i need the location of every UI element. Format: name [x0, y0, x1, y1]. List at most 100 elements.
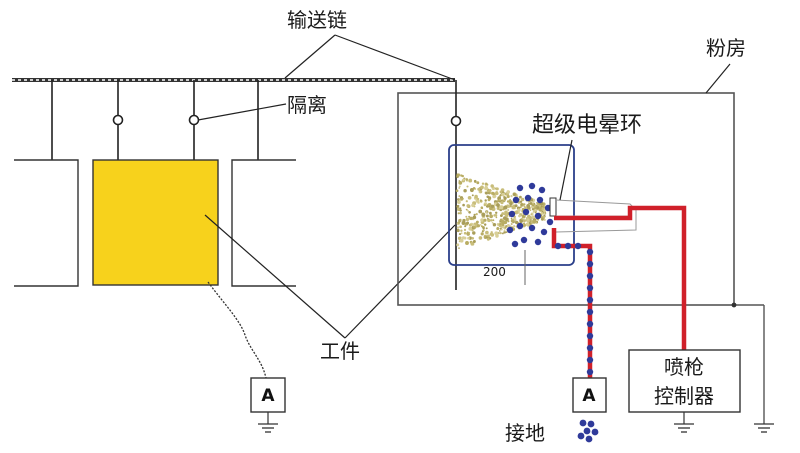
powder-particle — [534, 238, 542, 246]
powder-particle — [516, 184, 524, 192]
powder-speck — [466, 204, 470, 208]
powder-speck — [529, 209, 532, 212]
powder-speck — [507, 220, 510, 223]
powder-speck — [542, 217, 545, 220]
label-distance: 200 — [483, 265, 506, 279]
powder-speck — [478, 236, 483, 240]
label-isolation: 隔离 — [287, 93, 327, 117]
powder-speck — [507, 224, 510, 227]
powder-speck — [464, 225, 467, 228]
powder-speck — [518, 214, 521, 218]
powder-speck — [501, 232, 504, 235]
powder-speck — [498, 230, 501, 232]
powder-speck — [465, 215, 468, 218]
powder-speck — [510, 222, 513, 226]
powder-speck — [473, 224, 476, 227]
powder-speck — [535, 204, 538, 207]
powder-speck — [463, 231, 467, 235]
charge-dot — [586, 248, 594, 256]
yellow-workpiece — [92, 159, 219, 286]
powder-speck — [489, 191, 492, 195]
powder-speck — [460, 232, 463, 235]
powder-speck — [456, 228, 460, 233]
ground-cable-charge-dots — [554, 242, 594, 376]
powder-speck — [519, 206, 522, 209]
powder-speck — [509, 201, 513, 206]
powder-speck — [538, 205, 542, 208]
powder-speck — [468, 211, 471, 214]
powder-particle — [538, 186, 546, 194]
powder-speck — [468, 231, 471, 234]
powder-speck — [459, 236, 462, 239]
powder-speck — [503, 231, 507, 234]
ground-cable-red — [551, 228, 593, 378]
powder-speck — [461, 197, 464, 200]
powder-speck — [460, 229, 463, 232]
ground-particle — [591, 428, 599, 436]
powder-speck — [508, 206, 510, 209]
powder-speck — [492, 223, 497, 227]
charge-dot — [586, 356, 594, 364]
powder-speck — [459, 207, 462, 210]
powder-speck — [482, 229, 485, 232]
powder-speck — [495, 187, 499, 191]
powder-speck — [490, 231, 493, 234]
powder-speck — [455, 189, 459, 193]
powder-speck — [485, 184, 488, 188]
powder-speck — [490, 184, 494, 188]
powder-speck — [519, 220, 523, 224]
leader-workpiece-right — [344, 224, 456, 339]
powder-particle — [508, 210, 516, 218]
powder-speck — [494, 231, 499, 236]
powder-speck — [481, 212, 486, 217]
powder-speck — [476, 224, 481, 228]
powder-speck — [485, 182, 488, 186]
powder-speck — [485, 214, 489, 218]
powder-speck — [468, 215, 471, 218]
powder-speck — [506, 190, 510, 194]
powder-speck — [476, 197, 480, 201]
powder-speck — [541, 211, 543, 214]
powder-speck — [533, 204, 537, 207]
powder-speck — [466, 221, 470, 225]
powder-speck — [536, 206, 540, 210]
powder-speck — [543, 212, 546, 215]
powder-speck — [499, 223, 502, 226]
powder-speck — [495, 216, 498, 219]
powder-speck — [456, 226, 460, 229]
powder-speck — [486, 231, 489, 234]
powder-speck — [458, 247, 460, 249]
powder-speck — [477, 187, 481, 191]
charge-dot — [586, 344, 594, 352]
powder-speck — [492, 192, 496, 195]
powder-particle — [520, 236, 528, 244]
powder-speck — [509, 204, 512, 208]
powder-speck — [488, 205, 491, 208]
powder-particle — [522, 208, 530, 216]
powder-speck — [486, 237, 490, 241]
powder-speck — [491, 221, 494, 224]
powder-particle — [536, 196, 544, 204]
powder-speck — [465, 217, 470, 222]
powder-speck — [458, 181, 463, 185]
ammeter-left: A — [250, 377, 286, 433]
powder-speck — [540, 205, 543, 208]
powder-speck — [499, 194, 502, 197]
powder-speck — [506, 200, 510, 203]
powder-speck — [472, 215, 477, 220]
powder-speck — [483, 218, 487, 222]
powder-speck — [490, 219, 493, 222]
label-super-corona-ring: 超级电晕环 — [532, 113, 642, 138]
powder-speck — [510, 219, 515, 223]
powder-speck — [498, 207, 501, 210]
powder-speck — [483, 223, 487, 226]
powder-particle — [528, 182, 536, 190]
powder-speck — [465, 178, 469, 181]
powder-speck — [510, 217, 513, 220]
powder-speck — [475, 195, 478, 199]
powder-speck — [543, 218, 546, 221]
powder-speck — [517, 208, 521, 212]
powder-speck — [480, 232, 484, 236]
powder-speck — [488, 196, 491, 199]
